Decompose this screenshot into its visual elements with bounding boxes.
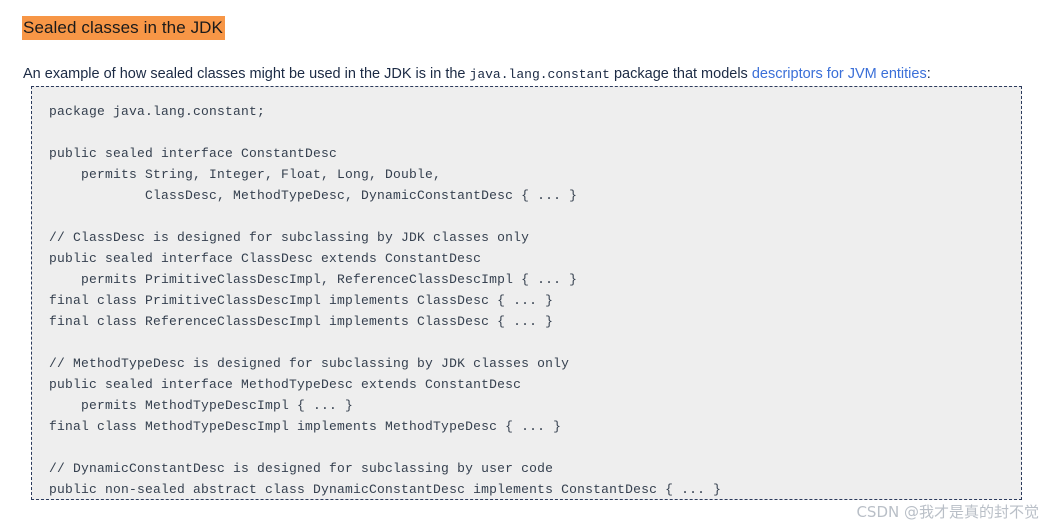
code-block: package java.lang.constant; public seale… [31, 86, 1022, 500]
page-title: Sealed classes in the JDK [22, 16, 225, 40]
intro-text-part2: package that models [609, 65, 752, 82]
jvm-descriptors-link[interactable]: descriptors for JVM entities [751, 65, 927, 82]
code-block-content: package java.lang.constant; public seale… [49, 104, 722, 497]
intro-text-part1: An example of how sealed classes might b… [23, 65, 470, 82]
intro-paragraph: An example of how sealed classes might b… [23, 64, 931, 85]
inline-code-package: java.lang.constant [469, 66, 610, 82]
section-heading: Sealed classes in the JDK [22, 16, 225, 40]
csdn-watermark: CSDN @我才是真的封不觉 [856, 503, 1039, 521]
intro-text-part3: : [926, 65, 931, 82]
